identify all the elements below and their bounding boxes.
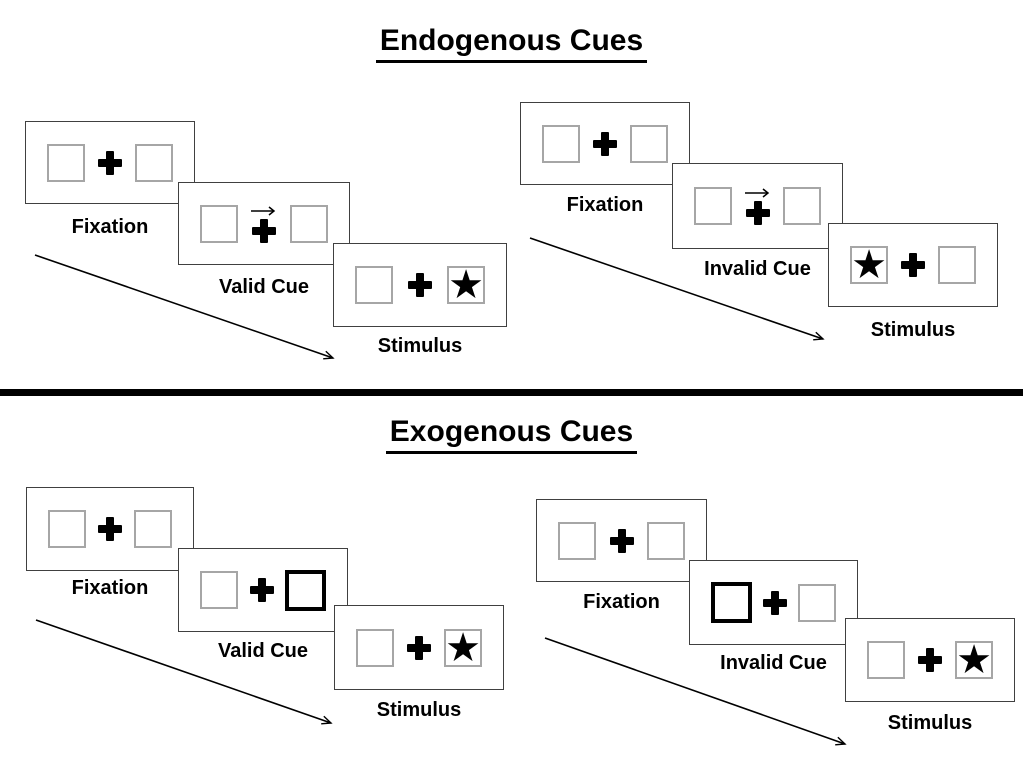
fixation-panel	[26, 487, 194, 571]
panel-label-cue: Valid Cue	[218, 276, 310, 298]
right-placeholder-box	[290, 204, 328, 243]
left-placeholder-box	[694, 187, 732, 225]
panel-label-cue: Invalid Cue	[720, 652, 827, 674]
panel-label-fixation: Fixation	[71, 577, 149, 599]
left-placeholder-box	[200, 204, 238, 243]
right-placeholder-box	[938, 246, 976, 284]
highlighted-cue-box-right	[285, 569, 326, 611]
panel-label-cue: Invalid Cue	[704, 258, 811, 280]
left-placeholder-box	[48, 510, 86, 548]
cue-arrow-right-icon	[251, 205, 276, 216]
section-divider	[0, 389, 1023, 396]
left-placeholder-box	[200, 571, 238, 609]
panel-label-stimulus: Stimulus	[377, 335, 463, 357]
stimulus-panel: ★	[333, 243, 507, 327]
cue-panel	[672, 163, 843, 249]
fixation-cross-icon	[609, 528, 634, 553]
stimulus-panel: ★	[845, 618, 1015, 702]
fixation-cross-icon	[763, 590, 787, 615]
right-placeholder-box	[630, 124, 668, 163]
star-target-box: ★	[850, 243, 888, 287]
fixation-cross-icon	[249, 578, 274, 602]
timeline-arrow-endogenous-invalid	[529, 237, 825, 341]
left-placeholder-box	[47, 143, 85, 182]
star-target-box: ★	[444, 625, 482, 670]
right-placeholder-box	[647, 521, 685, 560]
panel-label-stimulus: Stimulus	[376, 699, 462, 721]
section-title-exogenous: Exogenous Cues	[0, 415, 1023, 454]
section-title-text: Endogenous Cues	[375, 24, 648, 63]
stimulus-panel: ★	[334, 605, 504, 690]
cue-panel	[178, 182, 350, 265]
left-placeholder-box	[356, 628, 394, 667]
section-title-text: Exogenous Cues	[385, 415, 638, 454]
fixation-cross-icon	[98, 150, 122, 175]
left-placeholder-box	[542, 124, 580, 163]
fixation-cross-icon	[901, 253, 925, 277]
left-placeholder-box	[867, 641, 905, 679]
fixation-panel	[25, 121, 195, 204]
fixation-cross-icon	[918, 648, 942, 672]
timeline-arrow-exogenous-invalid	[544, 637, 847, 746]
fixation-cross-icon	[252, 218, 276, 243]
star-target-box: ★	[955, 638, 993, 682]
cue-arrow-right-icon	[744, 188, 769, 198]
fixation-panel	[520, 102, 690, 185]
panel-label-cue: Valid Cue	[217, 640, 309, 662]
fixation-cross-icon	[593, 131, 617, 156]
cue-panel	[689, 560, 858, 645]
fixation-cross-icon	[408, 273, 432, 297]
fixation-cross-icon	[407, 635, 431, 660]
panel-label-fixation: Fixation	[566, 194, 644, 216]
stimulus-panel: ★	[828, 223, 998, 307]
cue-panel	[178, 548, 348, 632]
fixation-cross-icon	[98, 517, 122, 541]
right-placeholder-box	[783, 187, 821, 225]
star-target-box: ★	[447, 263, 485, 307]
right-placeholder-box	[798, 583, 836, 622]
fixation-panel	[536, 499, 707, 582]
section-title-endogenous: Endogenous Cues	[0, 24, 1023, 63]
panel-label-stimulus: Stimulus	[887, 712, 973, 734]
panel-label-stimulus: Stimulus	[870, 319, 956, 341]
right-placeholder-box	[135, 143, 173, 182]
timeline-arrow-exogenous-valid	[35, 619, 333, 725]
right-placeholder-box	[134, 510, 172, 548]
left-placeholder-box	[355, 266, 393, 304]
fixation-cross-icon	[745, 201, 770, 225]
highlighted-cue-box-left	[711, 582, 752, 623]
left-placeholder-box	[558, 521, 596, 560]
panel-label-fixation: Fixation	[583, 591, 660, 613]
panel-label-fixation: Fixation	[71, 216, 149, 238]
timeline-arrow-endogenous-valid	[34, 254, 335, 360]
